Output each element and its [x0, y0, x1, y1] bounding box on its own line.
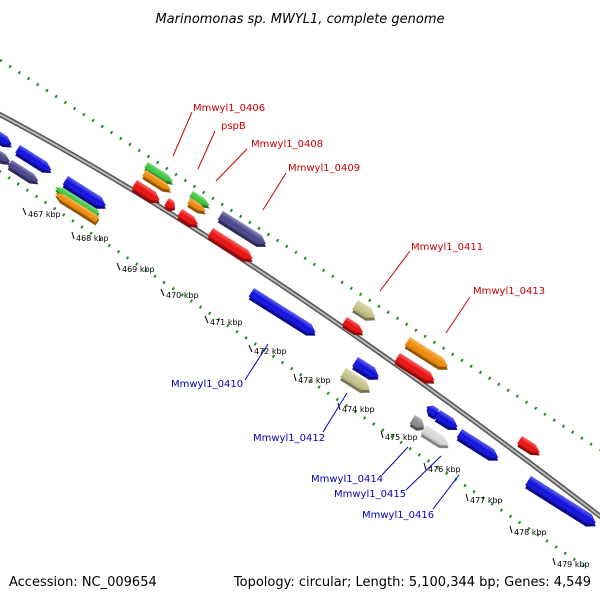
gene-blue-c	[62, 176, 106, 209]
genome-backbone	[0, 111, 600, 520]
gene-blue-0410	[248, 288, 316, 336]
gene-blue-b	[15, 145, 52, 174]
tick-label: 470 kbp	[166, 291, 199, 300]
gene-label-pspb: pspB	[221, 121, 246, 132]
tick-mark	[71, 231, 75, 240]
gene-red-0413	[394, 353, 435, 384]
tick-mark	[509, 525, 513, 534]
gene-blue-0415	[434, 410, 458, 430]
gene-orange-a	[55, 192, 100, 226]
gene-orange-0413	[404, 337, 448, 370]
tick-label: 477 kbp	[470, 496, 503, 505]
gene-label-mmwyl1-0406: Mmwyl1_0406	[193, 103, 265, 114]
gene-red-0411	[342, 317, 364, 336]
gene-blue-a	[0, 128, 12, 148]
gene-blue-0412	[352, 357, 379, 380]
gene-red-0406	[131, 180, 160, 204]
gene-label-mmwyl1-0409: Mmwyl1_0409	[288, 163, 360, 174]
tick-label: 468 kbp	[76, 234, 109, 243]
gene-green-pspb	[189, 191, 210, 209]
tick-mark	[22, 207, 27, 216]
gene-gray-0414	[409, 415, 425, 431]
tick-mark	[465, 493, 469, 502]
tick-label: 467 kbp	[28, 210, 61, 219]
gene-blue-far	[525, 476, 596, 527]
tick-mark	[293, 373, 297, 382]
tick-label: 471 kbp	[210, 318, 243, 327]
tick-mark	[380, 430, 384, 439]
tick-label: 479 kbp	[557, 560, 590, 569]
gene-purple-b	[7, 160, 39, 185]
gene-label-mmwyl1-0413: Mmwyl1_0413	[473, 286, 545, 297]
gene-label-mmwyl1-0410: Mmwyl1_0410	[171, 379, 243, 390]
gene-purple-0409	[217, 211, 267, 247]
label-leaders	[172, 111, 471, 510]
gene-label-mmwyl1-0411: Mmwyl1_0411	[411, 242, 483, 253]
dotted-ring-1	[0, 58, 600, 452]
gene-label-mmwyl1-0415: Mmwyl1_0415	[334, 489, 406, 500]
gene-blue-0416	[456, 429, 499, 461]
tick-label: 474 kbp	[342, 405, 375, 414]
tick-label: 469 kbp	[122, 265, 155, 274]
gene-label-mmwyl1-0414: Mmwyl1_0414	[311, 474, 383, 485]
gene-label-mmwyl1-0408: Mmwyl1_0408	[251, 139, 323, 150]
gene-label-mmwyl1-0412: Mmwyl1_0412	[253, 433, 325, 444]
gene-purple-a	[0, 147, 11, 166]
gene-red-far	[517, 436, 540, 456]
tick-label: 478 kbp	[514, 528, 547, 537]
accession-text: Accession: NC_009654	[9, 575, 157, 590]
tick-mark	[248, 344, 253, 353]
feature-ring-guides	[0, 58, 600, 572]
gene-red-pspb	[177, 209, 199, 228]
gene-khaki-0411	[352, 300, 376, 321]
gene-features	[0, 128, 596, 527]
tick-mark	[116, 262, 121, 271]
tick-label: 476 kbp	[428, 465, 461, 474]
gene-red-0409	[207, 228, 253, 262]
tick-mark	[160, 288, 165, 297]
tick-mark	[423, 462, 427, 471]
gene-khaki-0412	[340, 368, 371, 394]
tick-label: 475 kbp	[385, 433, 418, 442]
dotted-ring-2	[0, 169, 591, 572]
tick-mark	[204, 315, 209, 324]
gene-green-0406	[144, 162, 174, 185]
gene-orange-0406	[142, 170, 172, 193]
tick-mark	[552, 557, 556, 566]
gene-red-small	[164, 198, 176, 212]
gene-lightgray-0415	[420, 425, 449, 449]
genome-summary-text: Topology: circular; Length: 5,100,344 bp…	[233, 575, 591, 590]
tick-label: 472 kbp	[254, 347, 287, 356]
scale-ticks: 467 kbp 468 kbp 469 kbp 470 kbp 471 kbp 472 k…	[22, 207, 590, 569]
map-title: Marinomonas sp. MWYL1, complete genome	[155, 12, 444, 27]
tick-label: 473 kbp	[298, 376, 331, 385]
gene-orange-pspb	[187, 198, 207, 215]
gene-label-mmwyl1-0416: Mmwyl1_0416	[362, 510, 434, 521]
